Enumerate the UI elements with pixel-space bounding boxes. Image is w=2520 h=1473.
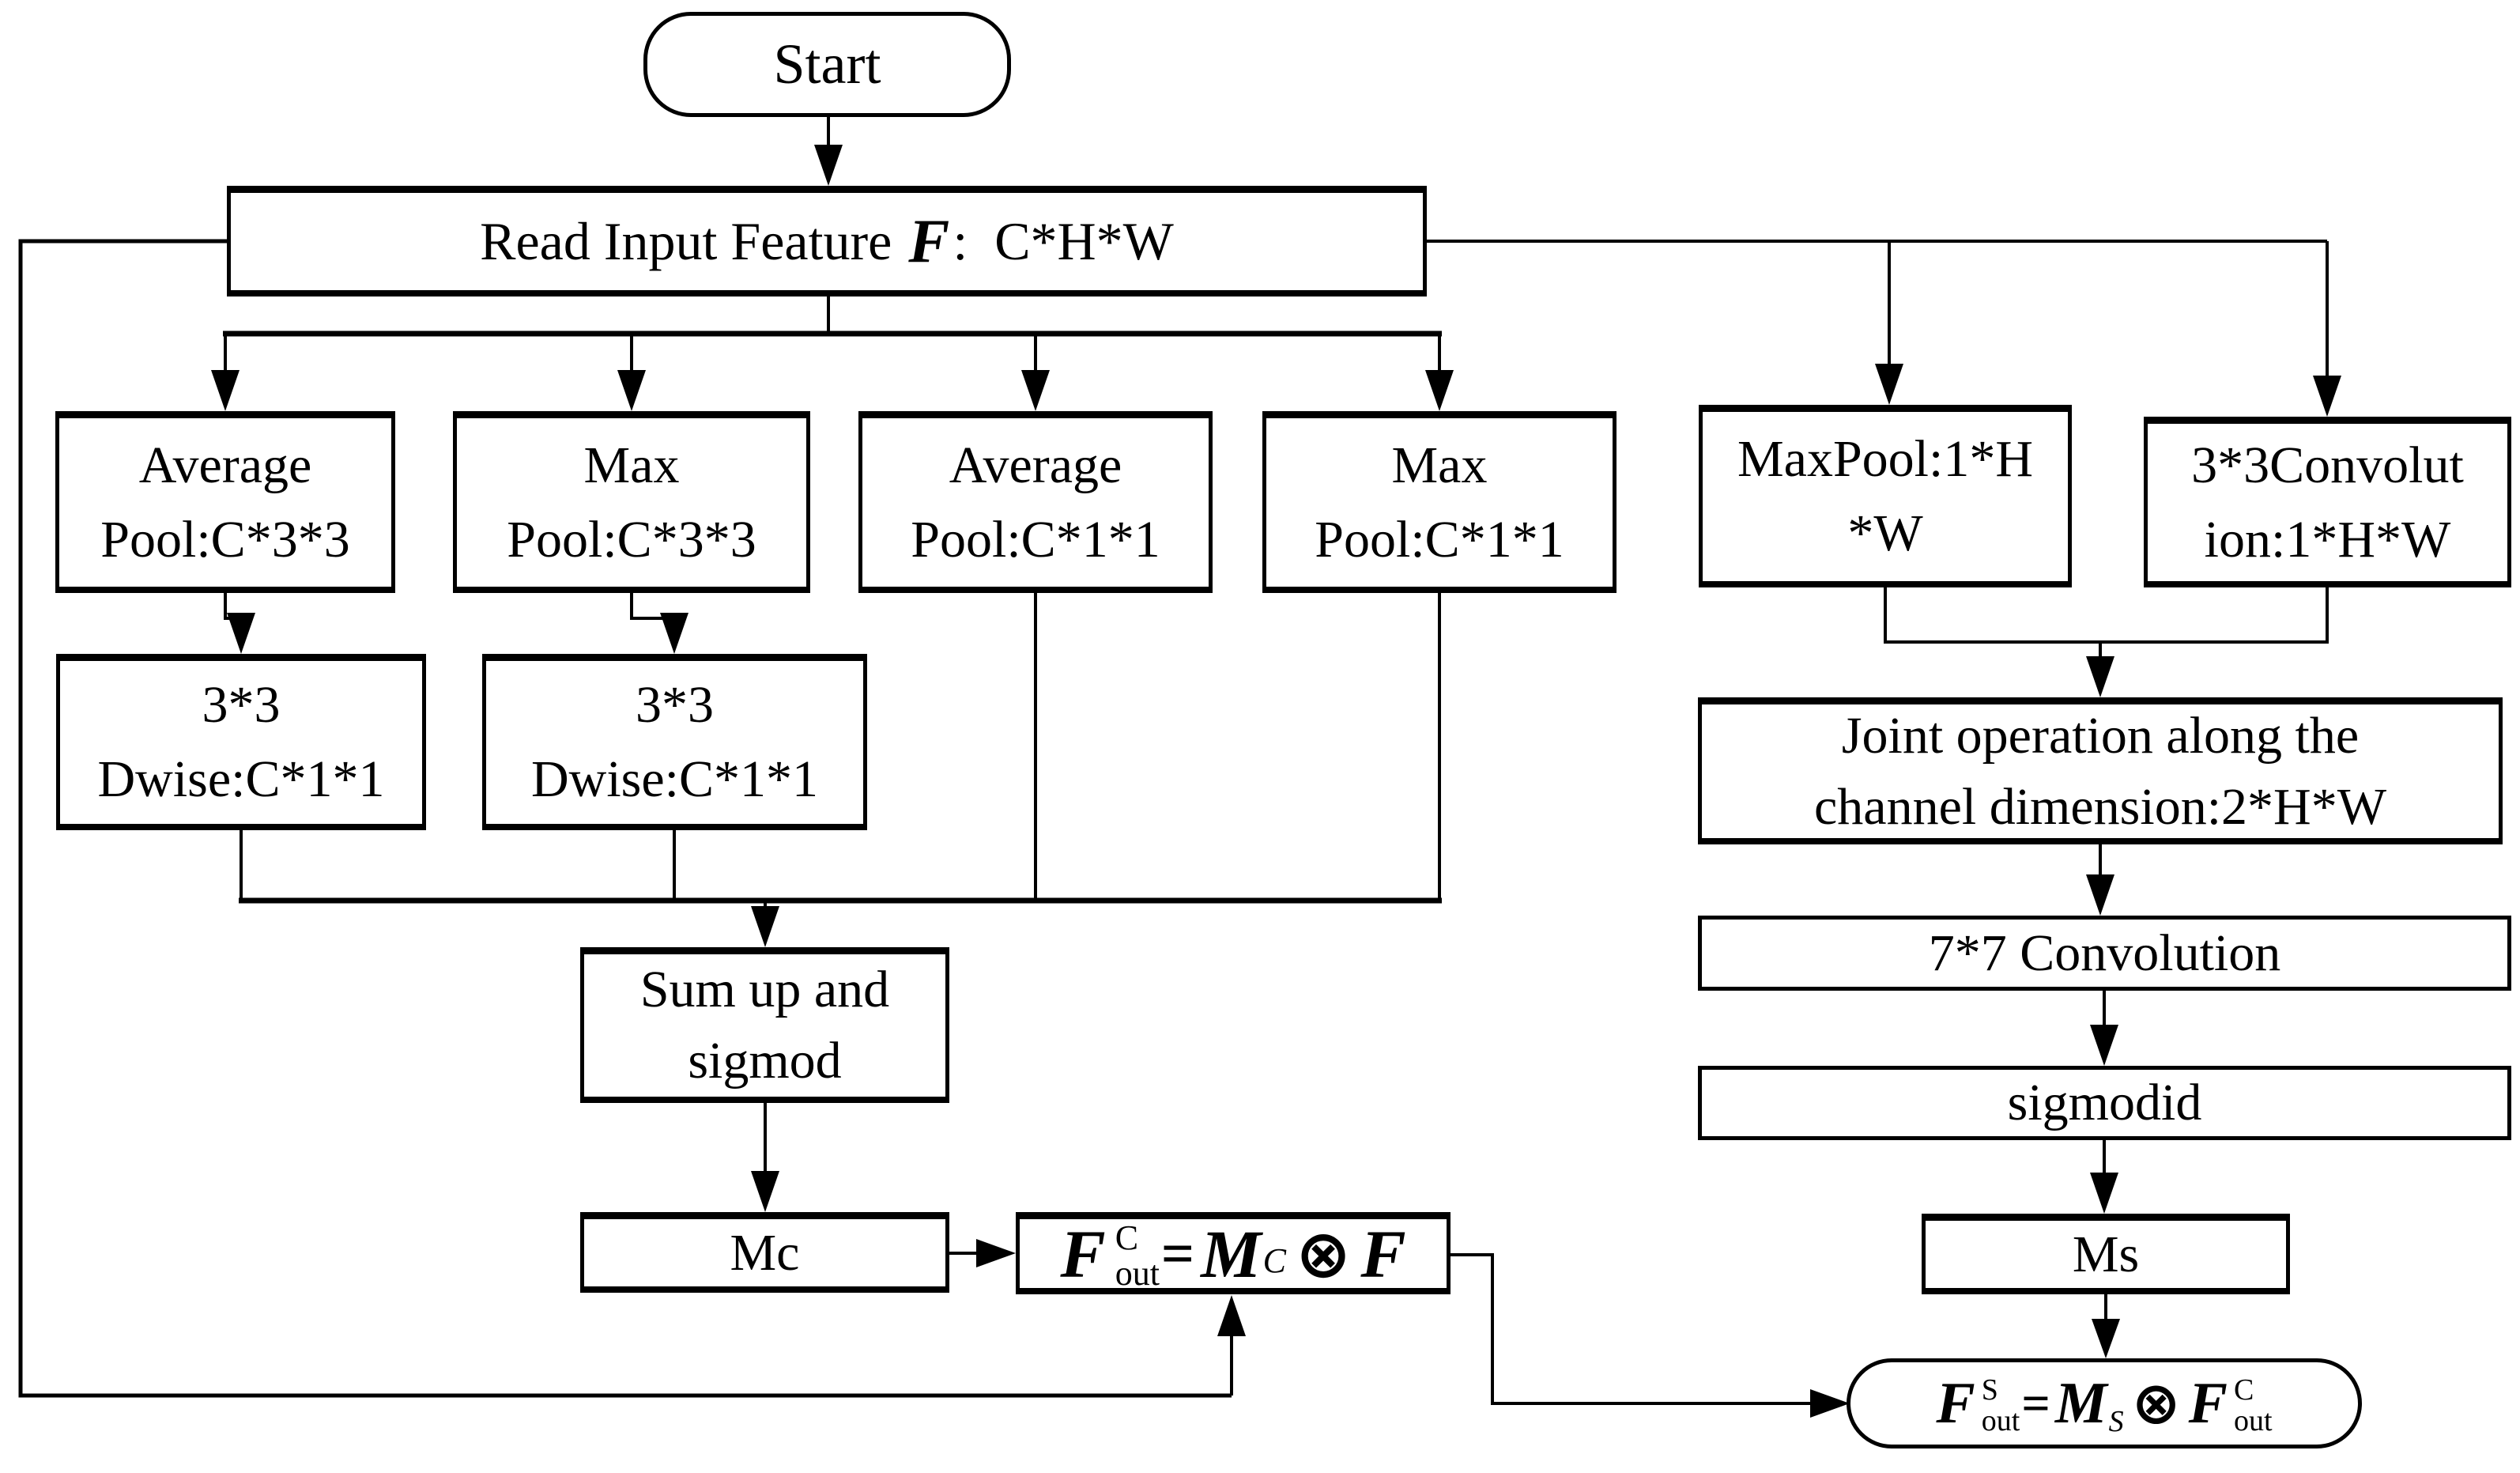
sigmodid-label: sigmodid — [2007, 1074, 2202, 1132]
edge-feature-feedback — [18, 239, 1246, 1398]
label-line: 3*3 — [202, 676, 281, 735]
otimes-operator: ⊗ — [1295, 1214, 1352, 1293]
read-input-text: Read Input Feature — [480, 211, 906, 272]
node-maxpool-1hw: MaxPool:1*H *W — [1699, 405, 2072, 587]
edge-sum-to-mc — [751, 1103, 779, 1212]
conv7x7-label: 7*7 Convolution — [1928, 923, 2281, 982]
edge-channel-merge — [239, 593, 1442, 947]
node-joint-operation: Joint operation along the channel dimens… — [1698, 697, 2503, 844]
formula-f-in: F — [1360, 1215, 1406, 1292]
otimes-operator: ⊗ — [2131, 1369, 2181, 1437]
label-line: sigmod — [688, 1032, 842, 1090]
node-average-pool-c3x3: Average Pool:C*3*3 — [55, 411, 395, 593]
edge-conv7x7-to-sigmodid — [2090, 991, 2118, 1066]
edge-mc-to-channel-formula — [949, 1239, 1016, 1267]
formula-m-subscript: C — [1262, 1241, 1286, 1280]
feature-symbol-f: F — [908, 206, 950, 276]
ms-label: Ms — [2072, 1225, 2140, 1283]
label-line: Joint operation along the — [1841, 706, 2360, 765]
node-sigmodid: sigmodid — [1698, 1066, 2511, 1140]
start-label: Start — [773, 32, 881, 96]
label-line: *W — [1847, 504, 1923, 562]
label-line: Average — [949, 436, 1122, 494]
label-line: Dwise:C*1*1 — [531, 750, 818, 808]
node-conv-3x3-1hw: 3*3Convolut ion:1*H*W — [2144, 417, 2511, 587]
superscript: S — [1981, 1373, 1998, 1407]
label-line: 3*3 — [636, 676, 714, 735]
label-line: Pool:C*1*1 — [911, 510, 1160, 568]
mc-label: Mc — [730, 1223, 800, 1282]
superscript: C — [1115, 1218, 1139, 1257]
node-dwise-right: 3*3 Dwise:C*1*1 — [482, 654, 867, 830]
label-line: Pool:C*3*3 — [100, 510, 350, 568]
formula-m-subscript: S — [2108, 1405, 2124, 1438]
edge-ms-to-final — [2092, 1294, 2120, 1358]
node-max-pool-c3x3: Max Pool:C*3*3 — [453, 411, 810, 593]
subscript: out — [1115, 1253, 1160, 1293]
node-ms: Ms — [1922, 1214, 2290, 1294]
label-line: channel dimension:2*H*W — [1813, 777, 2386, 836]
node-sum-sigmoid: Sum up and sigmod — [580, 947, 949, 1103]
label-line: ion:1*H*W — [2204, 510, 2451, 568]
read-input-dims: : C*H*W — [953, 211, 1174, 272]
node-mc: Mc — [580, 1212, 949, 1293]
edge-average-pool-to-dwise-left — [224, 593, 255, 654]
formula-f-out: F — [1060, 1215, 1106, 1292]
subscript: out — [1981, 1404, 2020, 1437]
edge-read-input-distribution — [223, 296, 1442, 337]
edge-to-max-pool-1x1 — [1425, 334, 1454, 411]
superscript: C — [2234, 1373, 2254, 1407]
formula-f-in: F — [2188, 1371, 2228, 1436]
edge-spatial-merge — [1884, 587, 2329, 697]
subscript: out — [2234, 1404, 2273, 1437]
equals-sign: = — [1160, 1221, 1195, 1286]
label-line: Sum up and — [639, 961, 890, 1019]
edge-read-input-to-spatial-branch — [1427, 240, 2341, 417]
edge-joint-to-conv7x7 — [2086, 844, 2114, 916]
node-dwise-left: 3*3 Dwise:C*1*1 — [56, 654, 426, 830]
node-conv-7x7: 7*7 Convolution — [1698, 916, 2511, 991]
node-max-pool-c1x1: Max Pool:C*1*1 — [1262, 411, 1616, 593]
edge-start-to-read-input — [814, 117, 843, 186]
edge-channel-output-to-final — [1451, 1253, 1850, 1418]
node-read-input-feature: Read Input Feature F : C*H*W — [227, 186, 1427, 296]
edge-to-average-pool-3x3 — [211, 334, 240, 411]
label-line: Max — [583, 436, 680, 494]
label-line: Average — [138, 436, 312, 494]
node-start: Start — [643, 12, 1011, 117]
formula-m: M — [1201, 1215, 1262, 1292]
formula-m: M — [2054, 1371, 2107, 1436]
edge-sigmodid-to-ms — [2090, 1140, 2118, 1214]
label-line: Pool:C*1*1 — [1315, 510, 1564, 568]
edge-max-pool-to-dwise-right — [630, 593, 688, 654]
label-line: Dwise:C*1*1 — [97, 750, 385, 808]
label-line: Pool:C*3*3 — [507, 510, 756, 568]
edge-to-max-pool-3x3 — [617, 334, 646, 411]
label-line: Max — [1391, 436, 1488, 494]
label-line: MaxPool:1*H — [1737, 430, 2034, 489]
node-average-pool-c1x1: Average Pool:C*1*1 — [858, 411, 1213, 593]
equals-sign: = — [2021, 1375, 2050, 1431]
edge-to-average-pool-1x1 — [1021, 334, 1050, 411]
formula-f-out: F — [1936, 1371, 1975, 1436]
label-line: 3*3Convolut — [2191, 436, 2464, 494]
